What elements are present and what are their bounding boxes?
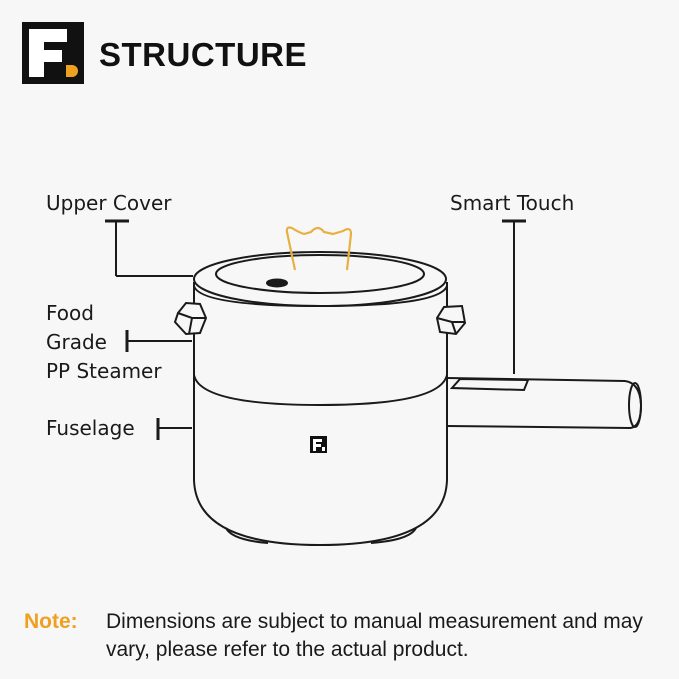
- label-steamer-line2: Grade: [46, 330, 107, 354]
- page-title: STRUCTURE: [99, 36, 307, 73]
- smart-touch-panel: [449, 377, 530, 392]
- label-steamer-line3: PP Steamer: [46, 359, 162, 383]
- label-smart-touch: Smart Touch: [450, 191, 575, 215]
- fuselage-callout: [156, 418, 192, 440]
- steam-icon: [285, 226, 353, 271]
- upper-cover: [193, 251, 448, 308]
- upper-cover-callout: [105, 219, 193, 277]
- body-logo-icon: [310, 436, 327, 453]
- label-upper-cover: Upper Cover: [46, 191, 172, 215]
- smart-touch-callout: [502, 219, 526, 374]
- steamer-callout: [125, 330, 192, 352]
- brand-logo: [22, 22, 84, 84]
- note-key: Note:: [24, 610, 78, 633]
- label-fuselage: Fuselage: [46, 416, 135, 440]
- left-knob: [173, 301, 208, 336]
- note-text: Dimensions are subject to manual measure…: [106, 610, 643, 661]
- label-steamer-line1: Food: [46, 301, 94, 325]
- right-knob: [435, 304, 467, 336]
- handle: [446, 377, 643, 430]
- cooker-body: [193, 282, 448, 547]
